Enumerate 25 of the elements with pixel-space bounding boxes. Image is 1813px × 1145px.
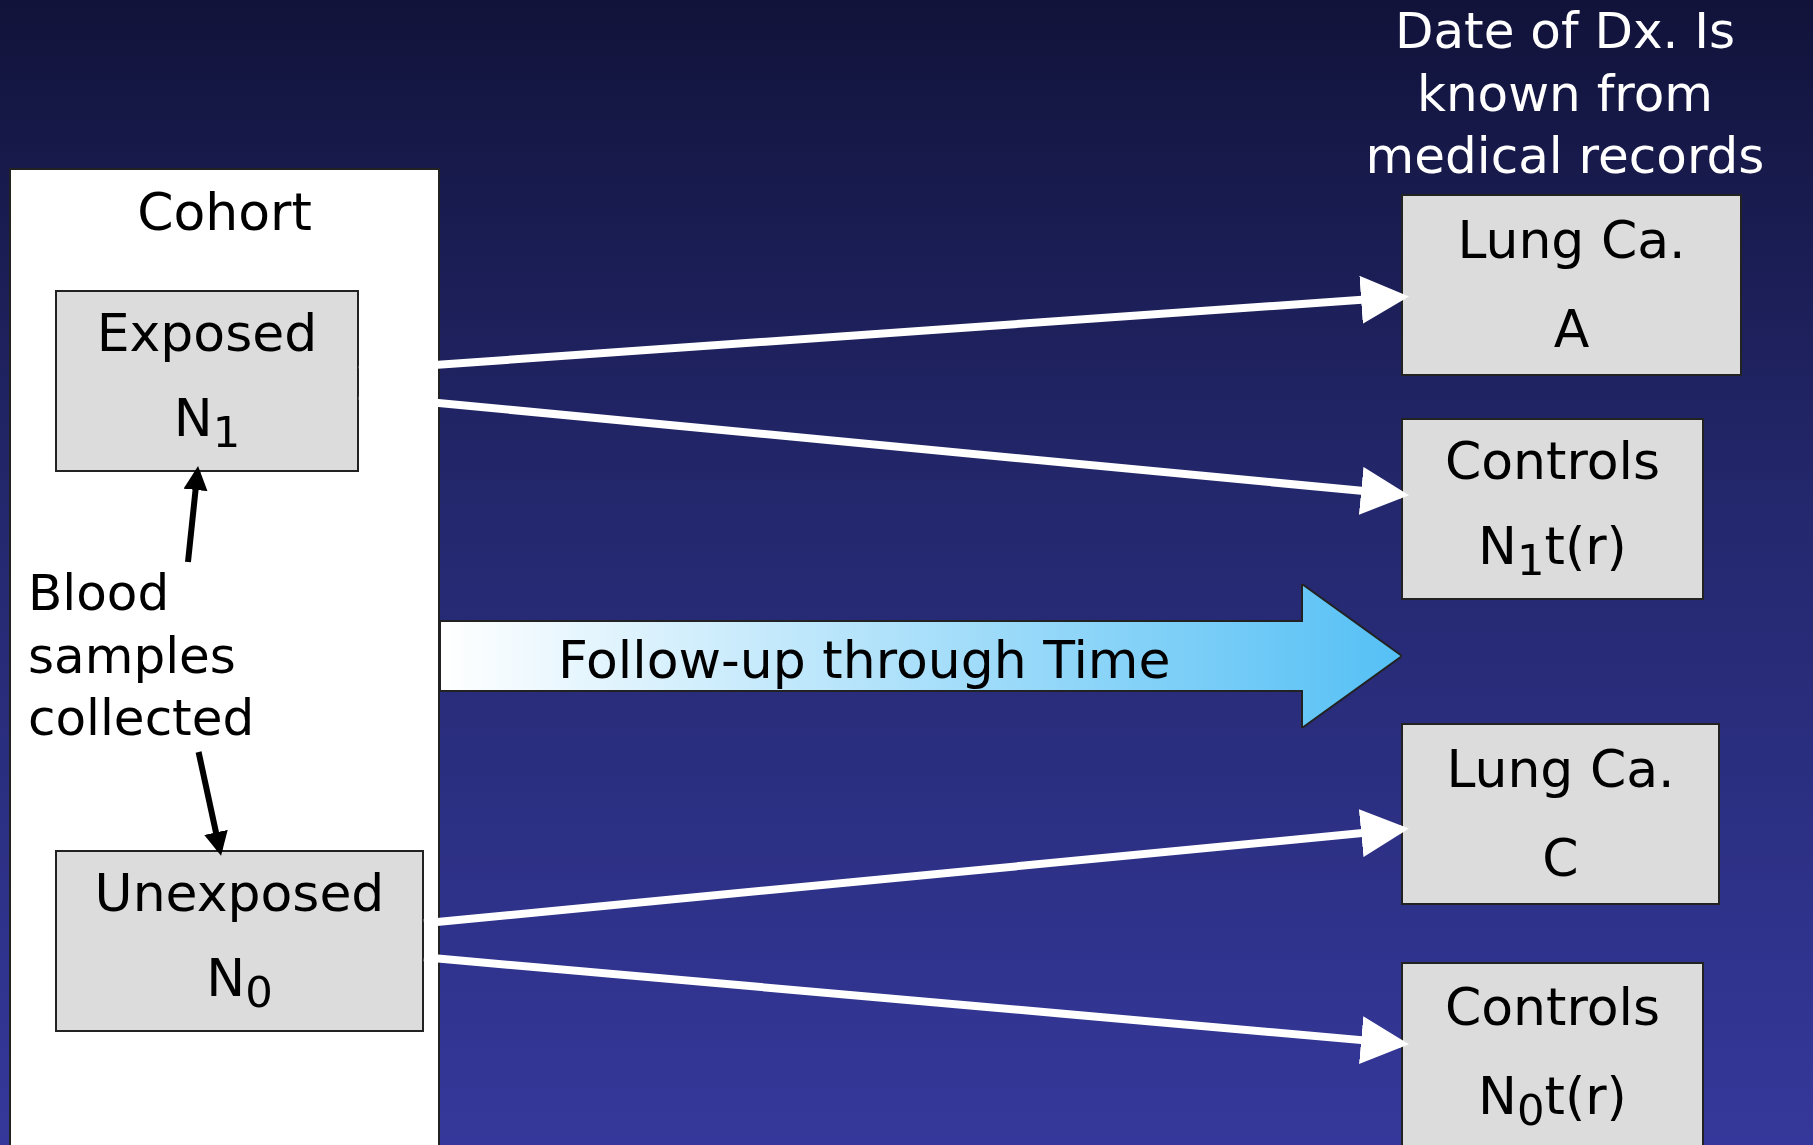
arrow (183, 466, 208, 563)
arrow-label: Follow-up through Time (558, 630, 1171, 690)
box-value: N$_{0}$ (206, 949, 273, 1017)
group-box (1401, 723, 1720, 905)
group-box (1401, 962, 1704, 1145)
box-value: N$_{1}$ (173, 389, 241, 457)
cohort-panel (9, 168, 440, 1145)
box-title: Controls (1444, 433, 1661, 491)
panel-title: Cohort (136, 182, 313, 242)
box-value: N$_{1}$t(r) (1478, 517, 1627, 585)
group-box (1401, 418, 1704, 600)
heading-text: Date of Dx. Is known from medical records (1364, 1, 1766, 187)
box-value: C (1542, 829, 1579, 888)
note-text: Blood samples collected (28, 562, 328, 752)
group-box (55, 290, 359, 472)
box-value: A (1553, 300, 1590, 359)
box-title: Exposed (96, 305, 318, 363)
box-title: Controls (1444, 979, 1661, 1037)
arrow (195, 751, 228, 856)
box-title: Lung Ca. (1446, 740, 1675, 799)
group-box (1401, 194, 1742, 376)
box-value: N$_{0}$t(r) (1478, 1067, 1627, 1135)
box-title: Lung Ca. (1457, 211, 1686, 270)
box-title: Unexposed (94, 865, 385, 923)
group-box (55, 850, 424, 1032)
